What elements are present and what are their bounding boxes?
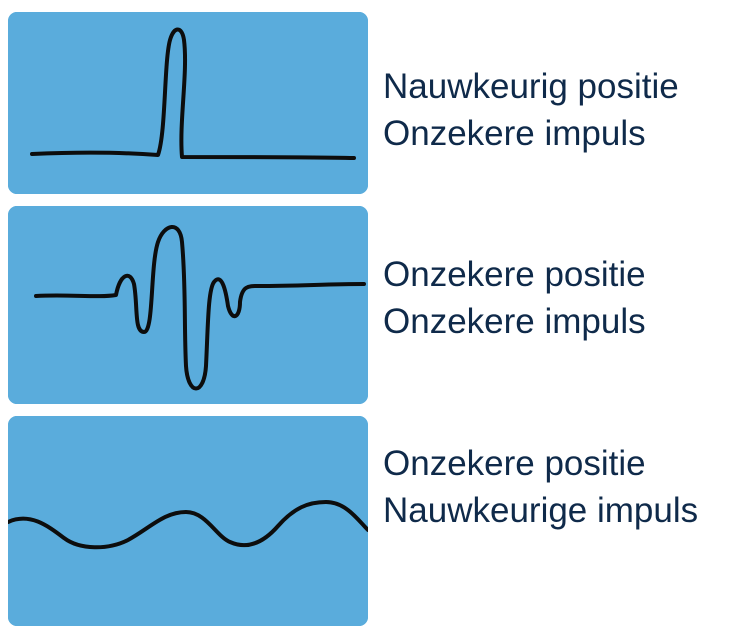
panel-wave-packet: [8, 206, 368, 404]
wave-packet-wave: [34, 225, 366, 391]
caption-3-line-1: Onzekere positie: [383, 444, 646, 483]
caption-row-2: Onzekere positie Onzekere impuls: [383, 251, 646, 345]
caption-row-3: Onzekere positie Nauwkeurige impuls: [383, 440, 698, 534]
caption-3-line-2: Nauwkeurige impuls: [383, 491, 699, 530]
long-wave-graphic: [8, 416, 368, 626]
caption-1-line-2: Onzekere impuls: [383, 114, 646, 153]
long-wave-wave: [8, 500, 368, 550]
caption-2-line-1: Onzekere positie: [383, 255, 646, 294]
caption-1-line-1: Nauwkeurig positie: [383, 67, 679, 106]
sharp-pulse-wave: [30, 27, 356, 160]
caption-2-line-2: Onzekere impuls: [383, 302, 646, 341]
panel-sharp-pulse: [8, 12, 368, 194]
caption-row-1: Nauwkeurig positie Onzekere impuls: [383, 63, 679, 157]
sharp-pulse-graphic: [8, 12, 368, 194]
panel-long-wave: [8, 416, 368, 626]
wave-packet-graphic: [8, 206, 368, 404]
